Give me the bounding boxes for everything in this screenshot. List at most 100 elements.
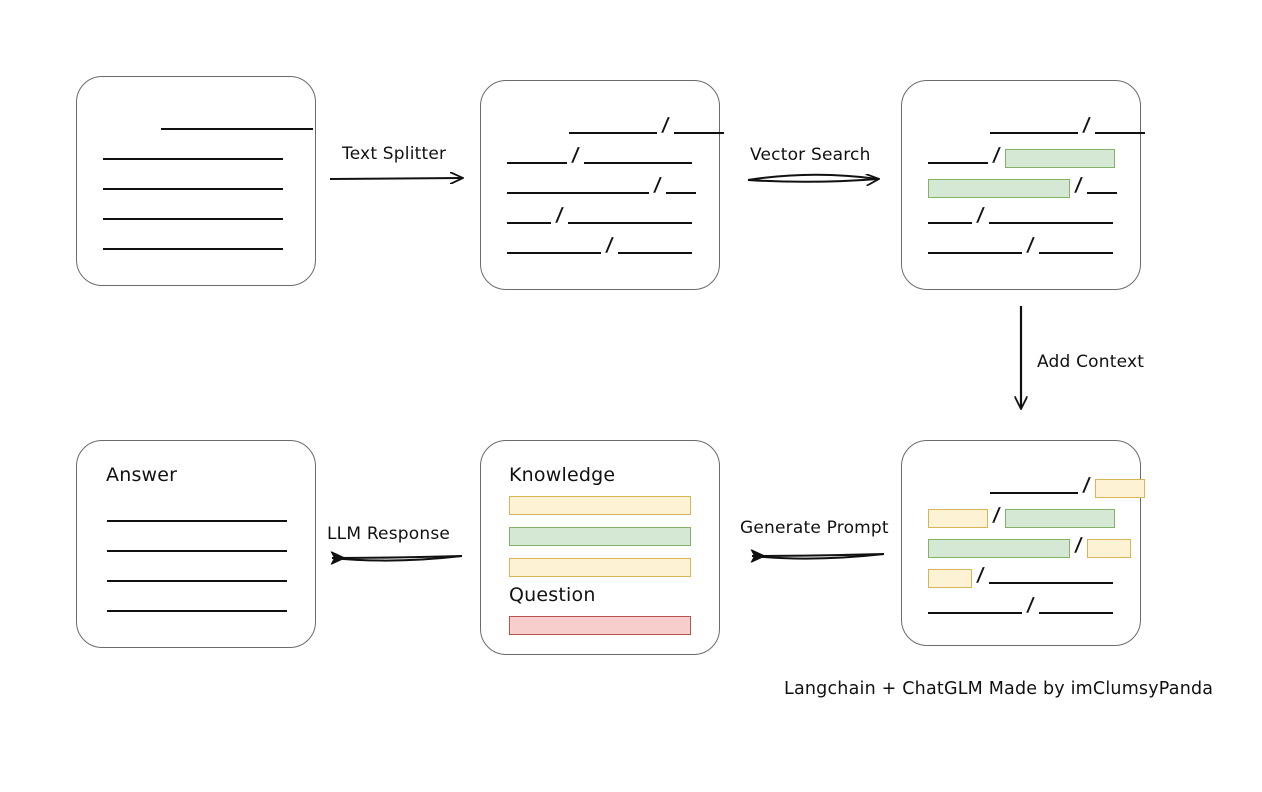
doc-line-row: / <box>928 594 1113 616</box>
chunk-separator-slash: / <box>991 144 1002 166</box>
doc-line-row: / <box>990 474 1145 498</box>
chunk-separator-slash: / <box>975 204 986 226</box>
footer-credit: Langchain + ChatGLM Made by imClumsyPand… <box>784 679 1214 699</box>
answer-line-3 <box>107 569 287 583</box>
arrow-llm-response <box>332 556 463 561</box>
chunk-separator-slash: / <box>604 234 615 256</box>
text-segment <box>569 132 657 134</box>
node-source-document[interactable] <box>76 76 316 286</box>
chunk-separator-slash: / <box>1081 114 1092 136</box>
answer-line-2 <box>107 539 287 553</box>
edge-label-generate-prompt: Generate Prompt <box>740 518 889 538</box>
text-segment <box>567 222 692 224</box>
doc-line-row: / <box>928 174 1117 198</box>
arrow-generate-prompt <box>752 554 885 559</box>
highlight-chip-yellow <box>1086 538 1131 558</box>
text-segment <box>617 252 692 254</box>
text-segment <box>673 132 724 134</box>
doc-line-row <box>103 147 283 161</box>
node-context-chunks[interactable]: / / / / / <box>901 440 1145 646</box>
doc-line-row: / <box>507 234 692 256</box>
text-segment <box>988 582 1113 584</box>
text-segment <box>103 218 283 220</box>
text-segment <box>665 192 696 194</box>
text-segment <box>1094 132 1145 134</box>
doc-line-row: / <box>928 204 1113 226</box>
doc-line-row <box>103 207 283 221</box>
text-segment <box>1086 192 1117 194</box>
text-segment <box>928 252 1022 254</box>
node-retrieved-chunks[interactable]: / / / / / <box>901 80 1145 290</box>
text-segment <box>928 162 988 164</box>
chunk-separator-slash: / <box>991 504 1002 526</box>
text-segment <box>161 128 313 130</box>
chunk-separator-slash: / <box>1025 594 1036 616</box>
knowledge-label: Knowledge <box>509 464 616 486</box>
text-segment <box>928 222 972 224</box>
highlight-chip-green <box>928 538 1070 558</box>
node-split-chunks[interactable]: / / / / / <box>480 80 724 290</box>
answer-line-seg <box>107 610 287 612</box>
arrow-text-splitter <box>329 178 462 179</box>
text-segment <box>928 612 1022 614</box>
doc-line-row: / <box>990 114 1145 136</box>
doc-line-row <box>103 237 283 251</box>
chunk-separator-slash: / <box>1025 234 1036 256</box>
answer-line-seg <box>107 520 287 522</box>
question-bar-1 <box>509 616 691 635</box>
doc-line-row: / <box>507 204 692 226</box>
doc-line-row: / <box>569 114 724 136</box>
chunk-separator-slash: / <box>570 144 581 166</box>
chunk-separator-slash: / <box>975 564 986 586</box>
text-segment <box>507 192 649 194</box>
knowledge-bar-2 <box>509 527 691 546</box>
text-segment <box>990 492 1078 494</box>
highlight-chip-green <box>928 178 1070 198</box>
text-segment <box>988 222 1113 224</box>
answer-line-1 <box>107 509 287 523</box>
chunk-separator-slash: / <box>1081 474 1092 496</box>
text-segment <box>583 162 692 164</box>
doc-line-row: / <box>928 534 1131 558</box>
doc-line-row <box>161 117 313 131</box>
highlight-chip-green <box>1004 148 1115 168</box>
text-segment <box>507 252 601 254</box>
highlight-chip-yellow <box>1094 478 1145 498</box>
text-segment <box>507 222 551 224</box>
answer-line-4 <box>107 599 287 613</box>
text-segment <box>103 248 283 250</box>
text-segment <box>1038 612 1113 614</box>
node-prompt[interactable]: Knowledge Question <box>480 440 720 655</box>
text-segment <box>990 132 1078 134</box>
chunk-separator-slash: / <box>652 174 663 196</box>
chunk-separator-slash: / <box>554 204 565 226</box>
edge-label-llm-response: LLM Response <box>327 524 451 544</box>
answer-line-seg <box>107 580 287 582</box>
text-segment <box>507 162 567 164</box>
doc-line-row: / <box>928 144 1115 168</box>
text-segment <box>103 188 283 190</box>
text-segment <box>103 158 283 160</box>
edge-label-add-context: Add Context <box>1037 352 1145 372</box>
doc-line-row <box>103 177 283 191</box>
highlight-chip-green <box>1004 508 1115 528</box>
edge-label-text-splitter: Text Splitter <box>342 144 447 164</box>
node-answer[interactable]: Answer <box>76 440 316 648</box>
edge-label-vector-search: Vector Search <box>750 145 871 165</box>
doc-line-row: / <box>507 144 692 166</box>
question-label: Question <box>509 584 596 606</box>
knowledge-bar-3 <box>509 558 691 577</box>
arrow-vector-search <box>747 175 878 182</box>
doc-line-row: / <box>928 564 1113 588</box>
chunk-separator-slash: / <box>1073 534 1084 556</box>
chunk-separator-slash: / <box>1073 174 1084 196</box>
knowledge-bar-1 <box>509 496 691 515</box>
doc-line-row: / <box>928 504 1115 528</box>
text-segment <box>1038 252 1113 254</box>
chunk-separator-slash: / <box>660 114 671 136</box>
answer-line-seg <box>107 550 287 552</box>
doc-line-row: / <box>928 234 1113 256</box>
answer-label: Answer <box>106 464 178 486</box>
